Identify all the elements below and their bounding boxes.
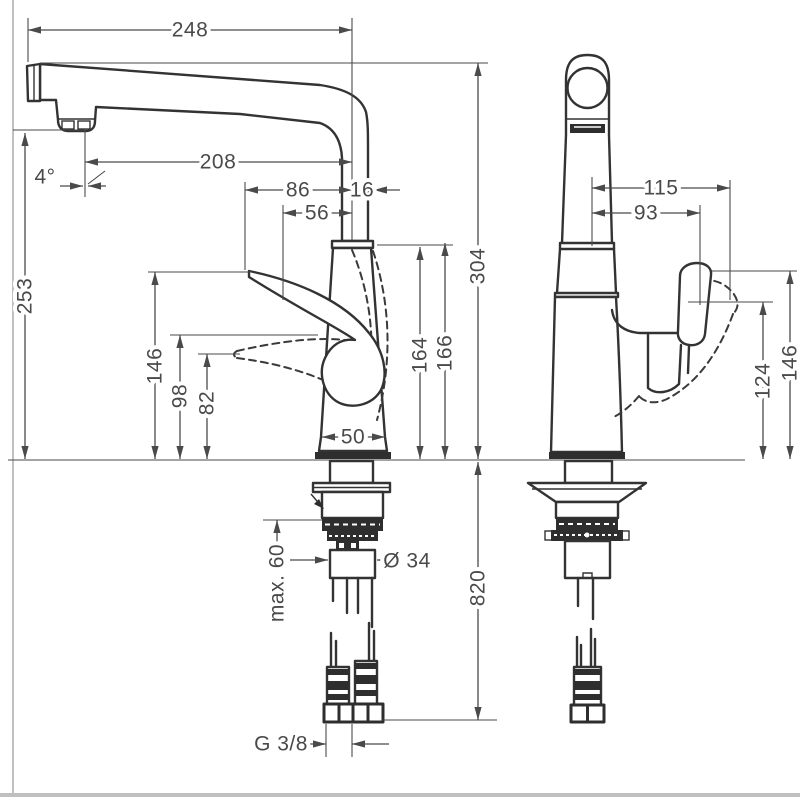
mounting-nut bbox=[327, 531, 378, 541]
side-nut-tab bbox=[544, 530, 553, 541]
side-neck-right bbox=[607, 133, 614, 245]
dimension-g38: G 3/8 bbox=[250, 724, 389, 760]
dim-820-label: 820 bbox=[467, 570, 490, 607]
side-connector-band bbox=[574, 694, 601, 700]
dimension-253: 253 bbox=[10, 129, 85, 459]
side-base-stem bbox=[563, 459, 614, 485]
dimension-86-16: 86 16 bbox=[244, 175, 400, 270]
dim-146-side-label: 146 bbox=[779, 345, 800, 382]
dim-g38-label: G 3/8 bbox=[254, 733, 308, 756]
dimension-82: 82 bbox=[192, 353, 240, 459]
body-base-bar bbox=[315, 452, 391, 459]
side-view bbox=[526, 53, 739, 724]
dimension-208: 208 bbox=[84, 130, 352, 197]
front-installation bbox=[310, 459, 392, 724]
dim-166-label: 166 bbox=[434, 335, 457, 372]
side-base-bar bbox=[549, 452, 625, 459]
front-view bbox=[25, 62, 392, 724]
clip-hole bbox=[339, 543, 344, 548]
frame-bottom-line bbox=[0, 793, 800, 797]
dim-max60-label: max. 60 bbox=[266, 544, 289, 622]
dimension-93: 93 bbox=[592, 198, 701, 305]
side-escutcheon bbox=[526, 481, 648, 504]
side-connector-band bbox=[574, 669, 601, 675]
side-neck-left bbox=[560, 133, 568, 245]
side-installation bbox=[526, 452, 648, 724]
side-handle-mount bbox=[646, 332, 683, 394]
dim-50-label: 50 bbox=[341, 426, 365, 449]
side-body-cone bbox=[549, 295, 624, 454]
dim-248-label: 248 bbox=[172, 19, 209, 42]
side-junction-ring bbox=[558, 241, 616, 251]
dimension-146-front: 146 bbox=[140, 271, 251, 459]
side-shank bbox=[563, 539, 612, 580]
side-mounting-body bbox=[554, 500, 620, 520]
dim-146-front-label: 146 bbox=[144, 348, 167, 385]
base-stem bbox=[328, 459, 375, 485]
side-spout-end-face bbox=[566, 66, 609, 110]
side-handle-lever bbox=[676, 261, 713, 347]
hoses bbox=[329, 576, 376, 669]
dim-34-label: Ø 34 bbox=[383, 550, 431, 573]
dimension-248: 248 bbox=[27, 15, 353, 240]
dim-115-label: 115 bbox=[644, 177, 679, 200]
dim-16-label: 16 bbox=[350, 179, 374, 202]
dimension-146-side: 146 bbox=[712, 270, 800, 459]
side-nut-center bbox=[584, 532, 590, 538]
side-handle-shelf bbox=[610, 308, 687, 335]
dim-98-label: 98 bbox=[169, 384, 192, 408]
dim-124-label: 124 bbox=[752, 363, 775, 400]
dimension-115: 115 bbox=[591, 173, 731, 300]
dimension-50: 50 bbox=[322, 422, 385, 453]
dashed-sweep-outer bbox=[372, 250, 389, 421]
dimension-diameter-34: Ø 34 bbox=[290, 546, 434, 577]
dim-93-label: 93 bbox=[634, 202, 658, 225]
dimension-164-166: 164 166 bbox=[377, 243, 461, 459]
dimension-98: 98 bbox=[165, 334, 318, 459]
dim-164-label: 164 bbox=[409, 337, 432, 374]
front-handle-lever bbox=[247, 269, 386, 407]
dimension-angle-4deg: 4° bbox=[30, 162, 106, 193]
dimension-max60: max. 60 bbox=[262, 519, 322, 626]
side-upper-body bbox=[555, 247, 618, 295]
dim-208-label: 208 bbox=[200, 151, 237, 174]
side-aerator-band bbox=[570, 124, 605, 133]
side-nut-tab bbox=[621, 530, 630, 541]
clip bbox=[336, 541, 359, 550]
side-connector-band bbox=[574, 681, 601, 690]
dim-304-label: 304 bbox=[467, 248, 490, 285]
side-handle-dashed bbox=[611, 279, 739, 419]
dimension-124: 124 bbox=[688, 301, 779, 459]
aerator-rib bbox=[61, 120, 75, 130]
dimension-56: 56 bbox=[282, 198, 352, 300]
mounting-body bbox=[320, 490, 385, 520]
clip-hole bbox=[351, 543, 356, 548]
hose-connectors bbox=[325, 659, 379, 706]
dimension-304: 304 bbox=[40, 62, 494, 459]
dim-angle-label: 4° bbox=[34, 166, 55, 189]
dimension-820: 820 bbox=[383, 462, 497, 721]
dim-86-label: 86 bbox=[286, 179, 310, 202]
dim-56-label: 56 bbox=[305, 202, 329, 225]
dim-253-label: 253 bbox=[14, 278, 37, 315]
dim-82-label: 82 bbox=[196, 391, 219, 415]
setscrew-pointer-head bbox=[314, 499, 324, 509]
side-shank-notch bbox=[582, 572, 593, 578]
side-handle-front-edge bbox=[686, 344, 691, 375]
dashed-lever-top bbox=[236, 338, 352, 352]
aerator-rib bbox=[77, 120, 91, 130]
shank bbox=[328, 548, 377, 580]
side-hoses bbox=[575, 576, 597, 669]
